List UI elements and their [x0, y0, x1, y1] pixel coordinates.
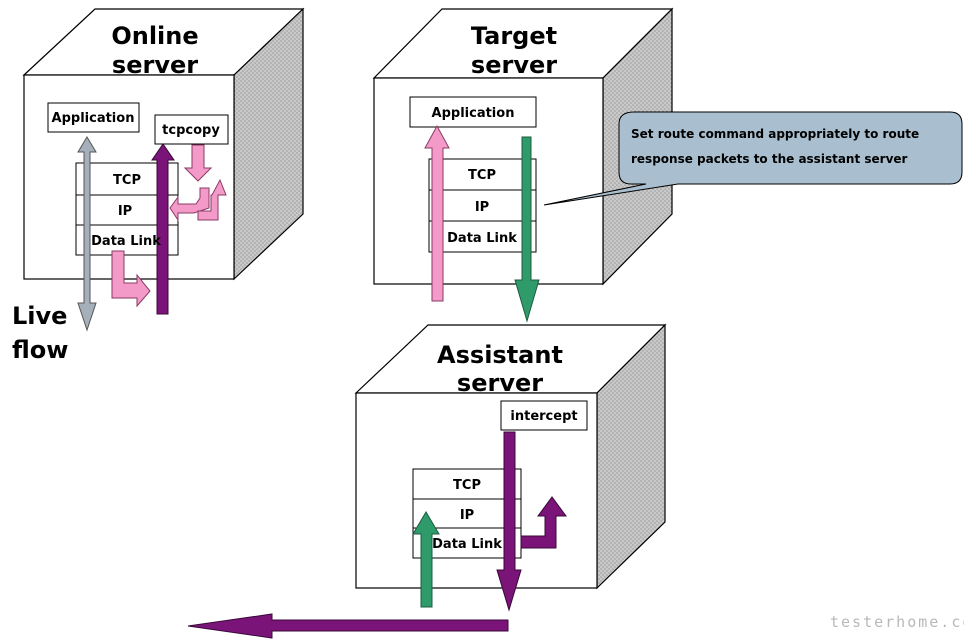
assistant-server-title-line2: server — [457, 369, 543, 397]
live-flow-label-line1: Live — [12, 302, 67, 330]
assistant-intercept-box — [500, 400, 588, 431]
tcpcopy-up-right-arrow — [197, 178, 227, 221]
assistant-outbound-left-arrow — [187, 613, 509, 639]
assistant-stack-labels: TCP IP Data Link — [432, 478, 502, 552]
watermark: testerhome.com — [830, 613, 964, 631]
online-layer-ip: IP — [118, 204, 132, 219]
online-application-label: Application — [52, 111, 135, 126]
target-server-title-line1: Target — [471, 22, 557, 50]
target-server-cube: Target server Application — [372, 7, 674, 286]
target-protocol-stack — [428, 158, 537, 253]
target-layer-datalink: Data Link — [447, 231, 517, 246]
tcpcopy-reinject-bend-arrow — [169, 187, 210, 222]
assistant-server-cube: Assistant server intercept — [354, 323, 667, 590]
target-layer-tcp: TCP — [468, 168, 496, 183]
assistant-layer-tcp: TCP — [453, 478, 481, 493]
online-tcpcopy-label: tcpcopy — [162, 123, 220, 138]
online-layer-datalink: Data Link — [91, 234, 161, 249]
target-layer-ip: IP — [475, 200, 489, 215]
callout-text-line1: Set route command appropriately to route — [631, 127, 919, 141]
assistant-protocol-stack — [412, 468, 522, 559]
online-stack-labels: TCP IP Data Link — [91, 173, 161, 249]
callout-bubble — [543, 111, 963, 206]
online-application-box — [47, 102, 140, 133]
callout-text-line2: response packets to the assistant server — [631, 152, 908, 166]
tcpcopy-capture-up-arrow — [151, 143, 175, 315]
assistant-inbound-up-arrow — [412, 511, 440, 608]
target-server-title-line2: server — [471, 51, 557, 79]
online-server-title-line1: Online — [111, 22, 198, 50]
online-layer-tcp: TCP — [113, 173, 141, 188]
online-tcpcopy-box — [154, 114, 229, 145]
assistant-datalink-out-arrow — [520, 496, 567, 549]
assistant-layer-ip: IP — [460, 508, 474, 523]
route-callout: Set route command appropriately to route… — [543, 111, 963, 206]
assistant-intercept-label: intercept — [510, 409, 577, 424]
target-application-label: Application — [432, 106, 515, 121]
target-application-box — [409, 96, 537, 128]
target-inbound-up-arrow — [424, 124, 450, 302]
tcpcopy-down-arrow — [183, 144, 213, 182]
assistant-layer-datalink: Data Link — [432, 537, 502, 552]
online-server-title-line2: server — [112, 51, 198, 79]
target-stack-labels: TCP IP Data Link — [447, 168, 517, 246]
live-flow-label-line2: flow — [12, 336, 68, 364]
target-response-down-arrow — [514, 136, 540, 323]
intercept-down-arrow — [496, 431, 522, 612]
live-flow-bidirectional-arrow — [77, 136, 97, 332]
online-datalink-out-arrow — [111, 250, 151, 308]
assistant-server-title-line1: Assistant — [437, 341, 563, 369]
